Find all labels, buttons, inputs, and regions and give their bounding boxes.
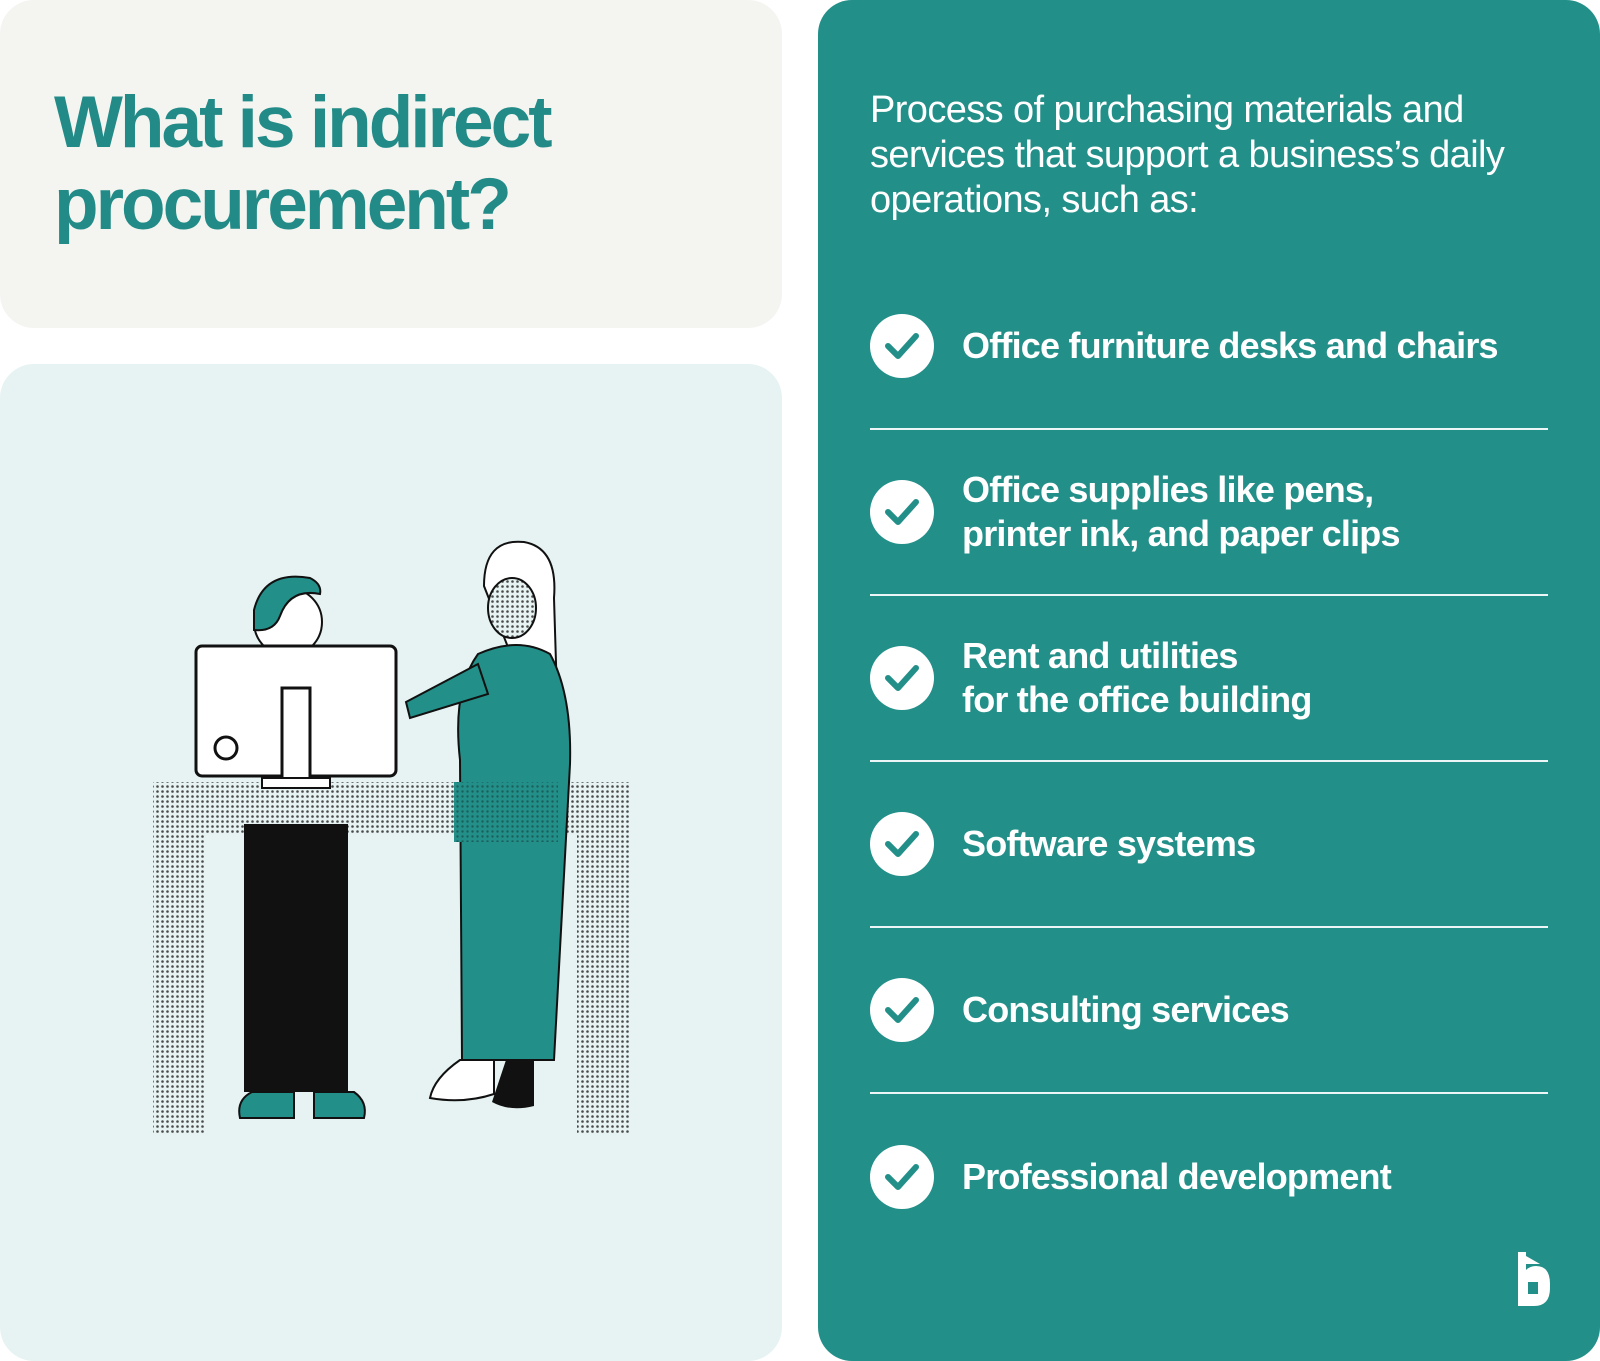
office-illustration bbox=[153, 540, 629, 1134]
check-circle-icon bbox=[870, 646, 934, 710]
woman-figure bbox=[404, 540, 572, 1109]
definition-text: Process of purchasing materials and serv… bbox=[870, 89, 1505, 221]
check-circle-icon bbox=[870, 1145, 934, 1209]
list-item-label: Software systems bbox=[962, 823, 1256, 864]
list-item: Rent and utilities for the office buildi… bbox=[870, 596, 1548, 762]
list-item: Office supplies like pens, printer ink, … bbox=[870, 430, 1548, 596]
list-item: Office furniture desks and chairs bbox=[870, 264, 1548, 430]
illustration-card bbox=[0, 364, 782, 1361]
check-circle-icon bbox=[870, 812, 934, 876]
brand-b-logo bbox=[1516, 1250, 1552, 1313]
list-item: Professional development bbox=[870, 1094, 1548, 1260]
list-item-label: Professional development bbox=[962, 1156, 1392, 1197]
list-item-label: Office furniture desks and chairs bbox=[962, 325, 1499, 366]
list-item-label: Rent and utilities for the office buildi… bbox=[962, 635, 1312, 720]
list-item: Consulting services bbox=[870, 928, 1548, 1094]
definition-panel: Process of purchasing materials and serv… bbox=[818, 0, 1600, 1361]
check-circle-icon bbox=[870, 314, 934, 378]
check-circle-icon bbox=[870, 978, 934, 1042]
list-item-label: Consulting services bbox=[962, 989, 1290, 1030]
list-item-label: Office supplies like pens, printer ink, … bbox=[962, 469, 1401, 554]
list-item: Software systems bbox=[870, 762, 1548, 928]
check-circle-icon bbox=[870, 480, 934, 544]
page-title: What is indirect procurement? bbox=[54, 82, 553, 245]
examples-list: Office furniture desks and chairs Office… bbox=[870, 264, 1548, 1260]
monitor bbox=[194, 644, 398, 789]
man-figure bbox=[238, 575, 366, 1119]
title-card: What is indirect procurement? bbox=[0, 0, 782, 328]
